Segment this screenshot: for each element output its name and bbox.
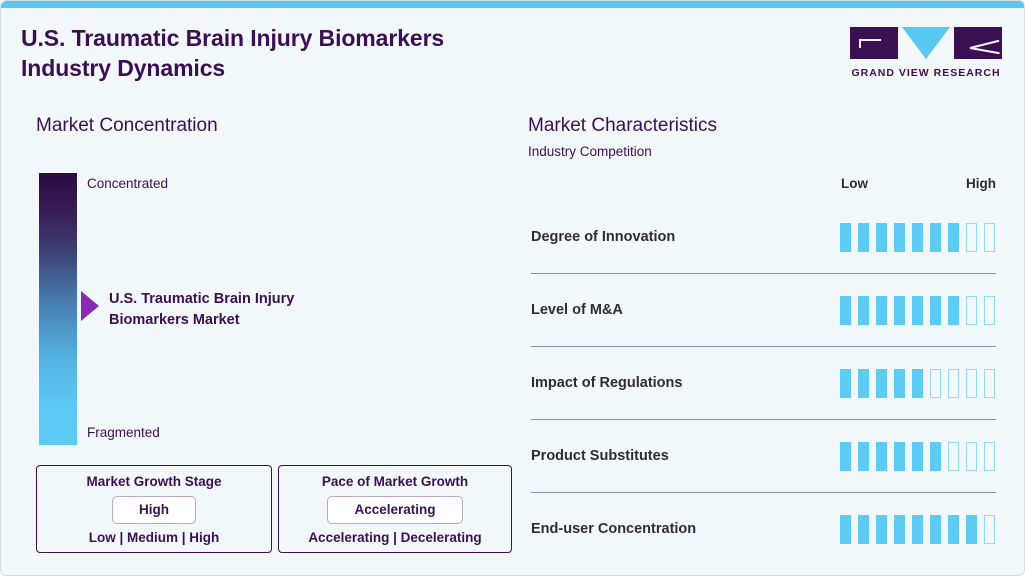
meter-segment-filled: [894, 368, 905, 398]
meter-segment-filled: [858, 441, 869, 471]
market-position-label-line2: Biomarkers Market: [109, 312, 240, 328]
characteristic-meter: [840, 295, 995, 325]
meter-scale-labels: Low High: [841, 176, 996, 191]
meter-segment-filled: [930, 222, 941, 252]
market-growth-stage-card: Market Growth Stage High Low | Medium | …: [36, 465, 272, 553]
characteristic-label: Level of M&A: [531, 302, 623, 318]
pace-of-market-growth-options: Accelerating | Decelerating: [308, 530, 482, 545]
meter-segment-filled: [876, 295, 887, 325]
meter-segment-filled: [876, 222, 887, 252]
meter-segment-empty: [948, 368, 959, 398]
characteristic-row: Level of M&A: [531, 274, 996, 347]
characteristic-label: Degree of Innovation: [531, 229, 676, 245]
market-position-label: U.S. Traumatic Brain Injury Biomarkers M…: [109, 289, 369, 331]
characteristic-meter: [840, 368, 995, 398]
meter-scale-high-label: High: [966, 176, 996, 191]
meter-segment-filled: [840, 222, 851, 252]
characteristic-meter: [840, 222, 995, 252]
meter-segment-empty: [948, 441, 959, 471]
meter-segment-filled: [894, 441, 905, 471]
meter-segment-empty: [984, 368, 995, 398]
meter-segment-filled: [858, 222, 869, 252]
meter-segment-filled: [840, 441, 851, 471]
meter-segment-filled: [930, 295, 941, 325]
market-characteristics-subheading: Industry Competition: [528, 144, 652, 159]
meter-segment-filled: [876, 368, 887, 398]
meter-segment-filled: [948, 222, 959, 252]
meter-segment-filled: [948, 514, 959, 544]
meter-segment-empty: [966, 368, 977, 398]
meter-segment-filled: [840, 514, 851, 544]
market-growth-stage-options: Low | Medium | High: [88, 530, 220, 545]
meter-segment-filled: [912, 441, 923, 471]
meter-segment-filled: [948, 295, 959, 325]
meter-segment-empty: [930, 368, 941, 398]
meter-segment-filled: [876, 514, 887, 544]
meter-segment-filled: [912, 222, 923, 252]
characteristic-row: Product Substitutes: [531, 420, 996, 493]
meter-segment-filled: [930, 441, 941, 471]
meter-segment-filled: [840, 295, 851, 325]
logo-block-left-icon: [850, 27, 898, 59]
meter-segment-filled: [894, 222, 905, 252]
logo-wordmark: GRAND VIEW RESEARCH: [851, 67, 1001, 79]
logo-triangle-icon: [902, 27, 950, 59]
meter-segment-filled: [894, 514, 905, 544]
meter-segment-filled: [858, 368, 869, 398]
top-accent-bar: [1, 1, 1024, 8]
characteristic-label: End-user Concentration: [531, 521, 697, 537]
meter-segment-filled: [912, 368, 923, 398]
meter-segment-filled: [930, 514, 941, 544]
market-growth-stage-value: High: [112, 495, 196, 524]
meter-scale-low-label: Low: [841, 176, 868, 191]
market-position-label-line1: U.S. Traumatic Brain Injury: [109, 291, 295, 307]
market-growth-stage-title: Market Growth Stage: [86, 474, 222, 489]
page-title-line2: Industry Dynamics: [21, 55, 226, 81]
meter-segment-empty: [966, 295, 977, 325]
scale-label-concentrated: Concentrated: [87, 176, 169, 191]
market-characteristics-heading: Market Characteristics: [528, 115, 717, 136]
pace-of-market-growth-value: Accelerating: [327, 495, 463, 524]
meter-segment-filled: [840, 368, 851, 398]
characteristic-label: Product Substitutes: [531, 448, 669, 464]
meter-segment-filled: [876, 441, 887, 471]
logo-block-right-icon: [954, 27, 1002, 59]
characteristic-meter: [840, 514, 995, 544]
meter-segment-filled: [912, 295, 923, 325]
characteristic-row: End-user Concentration: [531, 493, 996, 565]
pace-of-market-growth-title: Pace of Market Growth: [321, 474, 469, 489]
meter-segment-filled: [858, 295, 869, 325]
scale-label-fragmented: Fragmented: [87, 425, 160, 440]
grand-view-research-logo: GRAND VIEW RESEARCH: [850, 27, 1002, 79]
concentration-gradient-scale: [39, 173, 77, 445]
meter-segment-filled: [912, 514, 923, 544]
meter-segment-empty: [984, 514, 995, 544]
meter-segment-empty: [984, 295, 995, 325]
meter-segment-empty: [984, 441, 995, 471]
pace-of-market-growth-card: Pace of Market Growth Accelerating Accel…: [278, 465, 512, 553]
meter-segment-filled: [894, 295, 905, 325]
meter-segment-filled: [858, 514, 869, 544]
page-title-line1: U.S. Traumatic Brain Injury Biomarkers: [21, 25, 445, 51]
characteristic-label: Impact of Regulations: [531, 375, 683, 391]
market-concentration-heading: Market Concentration: [36, 115, 218, 136]
characteristic-row: Degree of Innovation: [531, 201, 996, 274]
logo-marks: [850, 27, 1002, 61]
characteristic-row: Impact of Regulations: [531, 347, 996, 420]
meter-segment-filled: [966, 514, 977, 544]
meter-segment-empty: [984, 222, 995, 252]
characteristic-meter: [840, 441, 995, 471]
meter-segment-empty: [966, 441, 977, 471]
meter-segment-empty: [966, 222, 977, 252]
market-position-pointer-icon: [81, 291, 99, 321]
page-title: U.S. Traumatic Brain Injury Biomarkers I…: [21, 23, 641, 83]
